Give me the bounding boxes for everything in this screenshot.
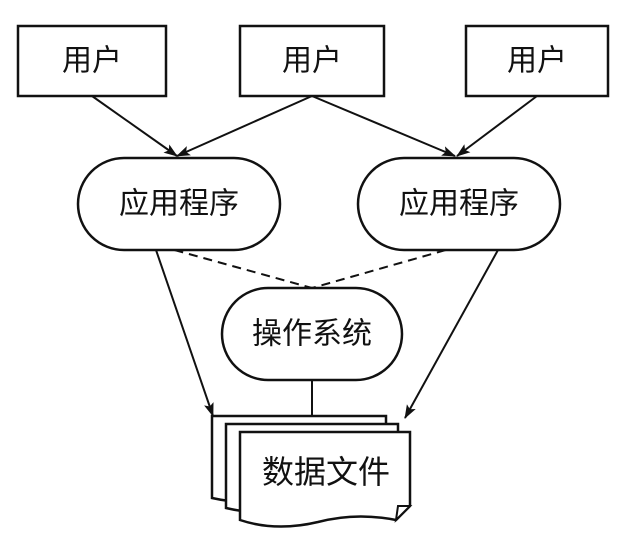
data-file-folded-corner-icon <box>394 505 413 523</box>
arrow-user2-to-app2 <box>311 95 456 157</box>
application-node-1-label: 应用程序 <box>119 187 239 222</box>
arrow-app1-to-files <box>155 249 214 417</box>
user-node-1-label: 用户 <box>62 44 122 79</box>
operating-system-node: 操作系统 <box>220 286 404 382</box>
application-node-2: 应用程序 <box>356 156 562 252</box>
user-node-3-label: 用户 <box>507 44 567 79</box>
arrow-app2-to-files <box>404 249 499 419</box>
data-files-node: 数据文件 <box>210 414 413 528</box>
user-node-2: 用户 <box>238 24 386 98</box>
data-files-label: 数据文件 <box>262 453 390 491</box>
user-node-1: 用户 <box>16 24 168 98</box>
data-file-sheet-front <box>238 430 412 528</box>
dashed-link-app1-os <box>159 245 313 289</box>
user-node-3: 用户 <box>464 24 610 98</box>
operating-system-label: 操作系统 <box>252 317 372 352</box>
arrow-user2-to-app1 <box>176 95 313 157</box>
user-node-2-label: 用户 <box>282 44 342 79</box>
arrow-user1-to-app1 <box>91 95 178 157</box>
dashed-link-app2-os <box>311 245 461 289</box>
application-node-2-label: 应用程序 <box>399 187 519 222</box>
application-node-1: 应用程序 <box>76 156 282 252</box>
arrow-user3-to-app2 <box>456 95 538 157</box>
